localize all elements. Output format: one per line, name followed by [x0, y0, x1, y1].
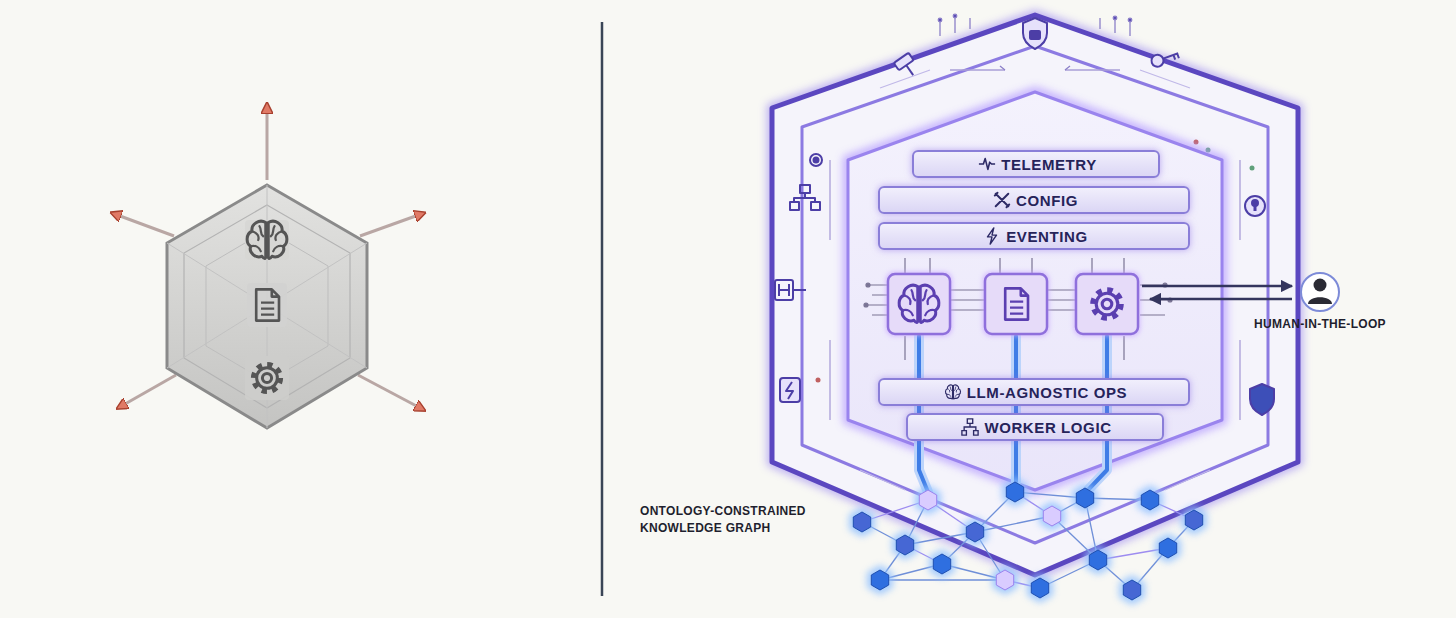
graph-label: ONTOLOGY-CONSTRAINED KNOWLEDGE GRAPH	[640, 503, 830, 537]
graph-node-glow	[1085, 545, 1111, 575]
band-text: LLM-AGNOSTIC OPS	[941, 384, 1127, 401]
graph-node	[871, 570, 888, 590]
graph-node	[853, 512, 870, 532]
graph-node-glow	[1119, 575, 1145, 605]
graph-node	[1076, 488, 1093, 508]
graph-node-glow	[962, 517, 988, 547]
graph-node-glow	[1072, 483, 1098, 513]
graph-node-glow	[1002, 477, 1028, 507]
graph-node-glow	[892, 530, 918, 560]
graph-node-glow	[1181, 505, 1207, 535]
graph-edge	[880, 579, 1005, 580]
graph-node	[1043, 506, 1060, 526]
graph-node-glow	[1155, 533, 1181, 563]
graph-node-glow	[1039, 501, 1065, 531]
graph-node	[1141, 490, 1158, 510]
graph-node	[896, 535, 913, 555]
platform-hexagon	[772, 14, 1298, 575]
layer-band: TELEMETRY	[912, 150, 1160, 178]
graph-node	[966, 522, 983, 542]
band-text: CONFIG	[990, 192, 1078, 209]
graph-node	[919, 490, 936, 510]
knowledge-graph	[849, 477, 1207, 605]
monolith-hexagon	[112, 104, 424, 428]
graph-node-glow	[915, 485, 941, 515]
graph-node-glow	[1027, 573, 1053, 603]
graph-node-glow	[867, 565, 893, 595]
actor-label: HUMAN-IN-THE-LOOP	[1250, 316, 1390, 333]
graph-node-glow	[992, 565, 1018, 595]
layer-band: CONFIG	[878, 186, 1190, 214]
graph-node	[996, 570, 1013, 590]
graph-node	[1031, 578, 1048, 598]
divider	[601, 22, 604, 596]
graph-node-glow	[929, 549, 955, 579]
graph-node-glow	[849, 507, 875, 537]
layer-band: WORKER LOGIC	[906, 413, 1164, 441]
graph-node	[1123, 580, 1140, 600]
graph-node	[933, 554, 950, 574]
band-text: WORKER LOGIC	[958, 419, 1111, 436]
graph-node	[1185, 510, 1202, 530]
band-text: TELEMETRY	[975, 156, 1097, 173]
graph-node	[1089, 550, 1106, 570]
band-text: EVENTING	[980, 228, 1087, 245]
human-figure	[1142, 273, 1339, 311]
layer-band: EVENTING	[878, 222, 1190, 250]
graph-node	[1159, 538, 1176, 558]
graph-node-glow	[1137, 485, 1163, 515]
graph-node	[1006, 482, 1023, 502]
layer-band: LLM-AGNOSTIC OPS	[878, 378, 1190, 406]
